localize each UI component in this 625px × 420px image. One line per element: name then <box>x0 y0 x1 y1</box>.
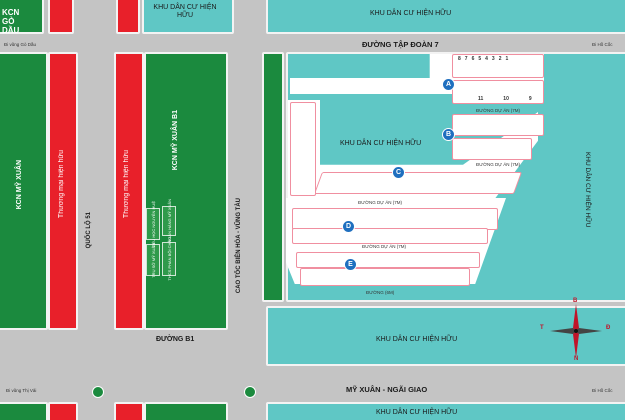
duong-du-an-3-label: ĐƯỜNG DỰ ÁN (7M) <box>358 200 403 205</box>
di-vung-go-dau-label: Đi vũng Gò Dầu <box>4 42 37 47</box>
teal-block-top-right <box>266 0 625 34</box>
compass-w-label: T <box>540 325 544 331</box>
red-block-bottom-1 <box>48 402 78 420</box>
duong-tap-doan-7-label: ĐƯỜNG TẬP ĐOÀN 7 <box>362 40 439 49</box>
thuong-mai-block-2 <box>114 52 144 330</box>
khu-dan-cu-bottom-label: KHU DÂN CƯ HIỆN HỮU <box>376 409 458 416</box>
compass-west-arrow <box>550 328 576 334</box>
mini-block-4: THCS PHAN BỘI CHÂU <box>162 237 176 281</box>
khu-dan-cu-right-label: KHU DÂN CƯ HIỆN HỮU <box>584 152 591 228</box>
thuong-mai-label-2: Thương mại hiện hữu <box>123 150 130 219</box>
lot-strip-c <box>313 172 523 194</box>
duong-du-an-2-label: ĐƯỜNG DỰ ÁN (7M) <box>476 162 521 167</box>
red-block-bottom-2 <box>114 402 144 420</box>
marker-e[interactable]: E <box>344 258 357 271</box>
lot-strip-d-bot <box>292 228 488 244</box>
duong-b1-label: ĐƯỜNG B1 <box>156 336 195 343</box>
red-block-top-1 <box>48 0 74 34</box>
duong-du-an-1-label: ĐƯỜNG DỰ ÁN (7M) <box>476 108 521 113</box>
khu-dan-cu-top-right-label: KHU DÂN CƯ HIỆN HỮU <box>370 10 452 17</box>
kcn-go-dau-label: KCN GÒ DẦU <box>2 8 20 35</box>
mini-block-3: NGÂN HÀNG MỸ XUÂN <box>162 199 176 243</box>
green-strip <box>262 52 284 302</box>
khu-dan-cu-lower-label: KHU DÂN CƯ HIỆN HỮU <box>376 336 458 343</box>
compass-south-arrow <box>573 331 579 358</box>
compass-s-label: N <box>574 356 579 362</box>
di-ho-coc-label: Đi Hồ Cốc <box>592 42 613 47</box>
compass-north-arrow <box>573 304 579 331</box>
lot-strip-left-col <box>290 102 316 196</box>
marker-d[interactable]: D <box>342 220 355 233</box>
kcn-my-xuan-b1-label: KCN MỸ XUÂN B1 <box>172 110 179 171</box>
lot-strip-e-top <box>296 252 480 268</box>
roundabout-left <box>92 386 104 398</box>
kcn-my-xuan-block <box>0 52 48 330</box>
compass-east-arrow <box>576 328 602 334</box>
thuong-mai-block-1 <box>48 52 78 330</box>
compass-center <box>574 329 578 333</box>
lot-strip-b-top <box>452 114 544 136</box>
mini-block-2: TIỂU HỌC NGUYỄN HUỆ <box>146 201 160 247</box>
duong-6m-label: ĐƯỜNG (6M) <box>366 290 395 295</box>
teal-block-bottom <box>266 402 625 420</box>
khu-dan-cu-top-left-label: KHU DÂN CƯ HIỆN HỮU <box>153 4 217 19</box>
compass-n-label: B <box>573 298 578 304</box>
marker-a[interactable]: A <box>442 78 455 91</box>
khu-dan-cu-center-label: KHU DÂN CƯ HIỆN HỮU <box>340 140 422 147</box>
lot-strip-e-bot <box>300 268 470 286</box>
kcn-my-xuan-label: KCN MỸ XUÂN <box>16 160 23 210</box>
compass-rose <box>550 304 602 358</box>
lot-strip-d-top <box>292 208 498 230</box>
marker-c[interactable]: C <box>392 166 405 179</box>
di-ho-coc-2-label: Đi Hồ Cốc <box>592 388 613 393</box>
di-vung-thi-vai-label: Đi vũng Thị Vải <box>6 388 37 393</box>
green-block-bottom-2 <box>144 402 228 420</box>
lot-strip-b-bot <box>452 138 532 160</box>
lot-strip-a-top <box>452 54 544 78</box>
compass-e-label: Đ <box>606 325 611 331</box>
kcn-go-dau-block <box>0 0 44 34</box>
marker-b[interactable]: B <box>442 128 455 141</box>
duong-du-an-4-label: ĐƯỜNG DỰ ÁN (7M) <box>362 244 407 249</box>
quoc-lo-51-label: QUỐC LỘ 51 <box>86 212 92 249</box>
roundabout-right <box>244 386 256 398</box>
teal-block-top-left <box>142 0 234 34</box>
my-xuan-ngai-giao-label: MỸ XUÂN - NGÃI GIAO <box>346 385 428 394</box>
cao-toc-label: CAO TỐC BIÊN HÒA - VŨNG TÀU <box>236 198 242 294</box>
red-block-top-2 <box>116 0 140 34</box>
lot-strip-a-bot <box>452 80 544 104</box>
teal-block-lower <box>266 306 625 366</box>
mini-block-1: TRỤ SỞ MỸ XUÂN <box>146 243 160 277</box>
thuong-mai-label-1: Thương mại hiện hữu <box>58 150 65 219</box>
kcn-my-xuan-b1-block <box>144 52 228 330</box>
green-block-bottom-1 <box>0 402 48 420</box>
